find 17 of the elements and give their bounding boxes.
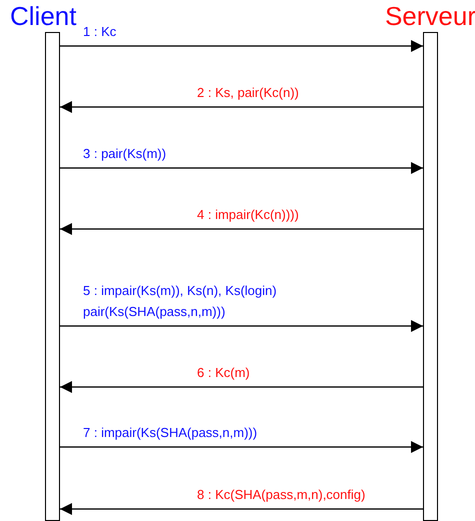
participant-name: Client xyxy=(10,2,76,30)
message-arrow xyxy=(60,441,423,453)
message-label: 4 : impair(Kc(n)))) xyxy=(197,206,300,224)
message-arrow xyxy=(60,381,423,393)
message-arrow xyxy=(60,101,423,113)
message-arrow xyxy=(60,503,423,515)
message-arrow xyxy=(60,40,423,52)
message-label: 2 : Ks, pair(Kc(n)) xyxy=(197,84,300,102)
message-arrow xyxy=(60,320,423,332)
message-label: 6 : Kc(m) xyxy=(197,364,251,382)
message-arrow xyxy=(60,162,423,174)
message-label: 1 : Kc xyxy=(83,23,118,41)
message-label: 8 : Kc(SHA(pass,m,n),config) xyxy=(197,486,366,504)
message-label: 5 : impair(Ks(m)), Ks(n), Ks(login) pair(Ks(SHA(pass,n,m))) xyxy=(83,282,278,321)
message-label: 3 : pair(Ks(m)) xyxy=(83,145,168,163)
message-arrow xyxy=(60,223,423,235)
message-label: 7 : impair(Ks(SHA(pass,n,m))) xyxy=(83,424,258,442)
